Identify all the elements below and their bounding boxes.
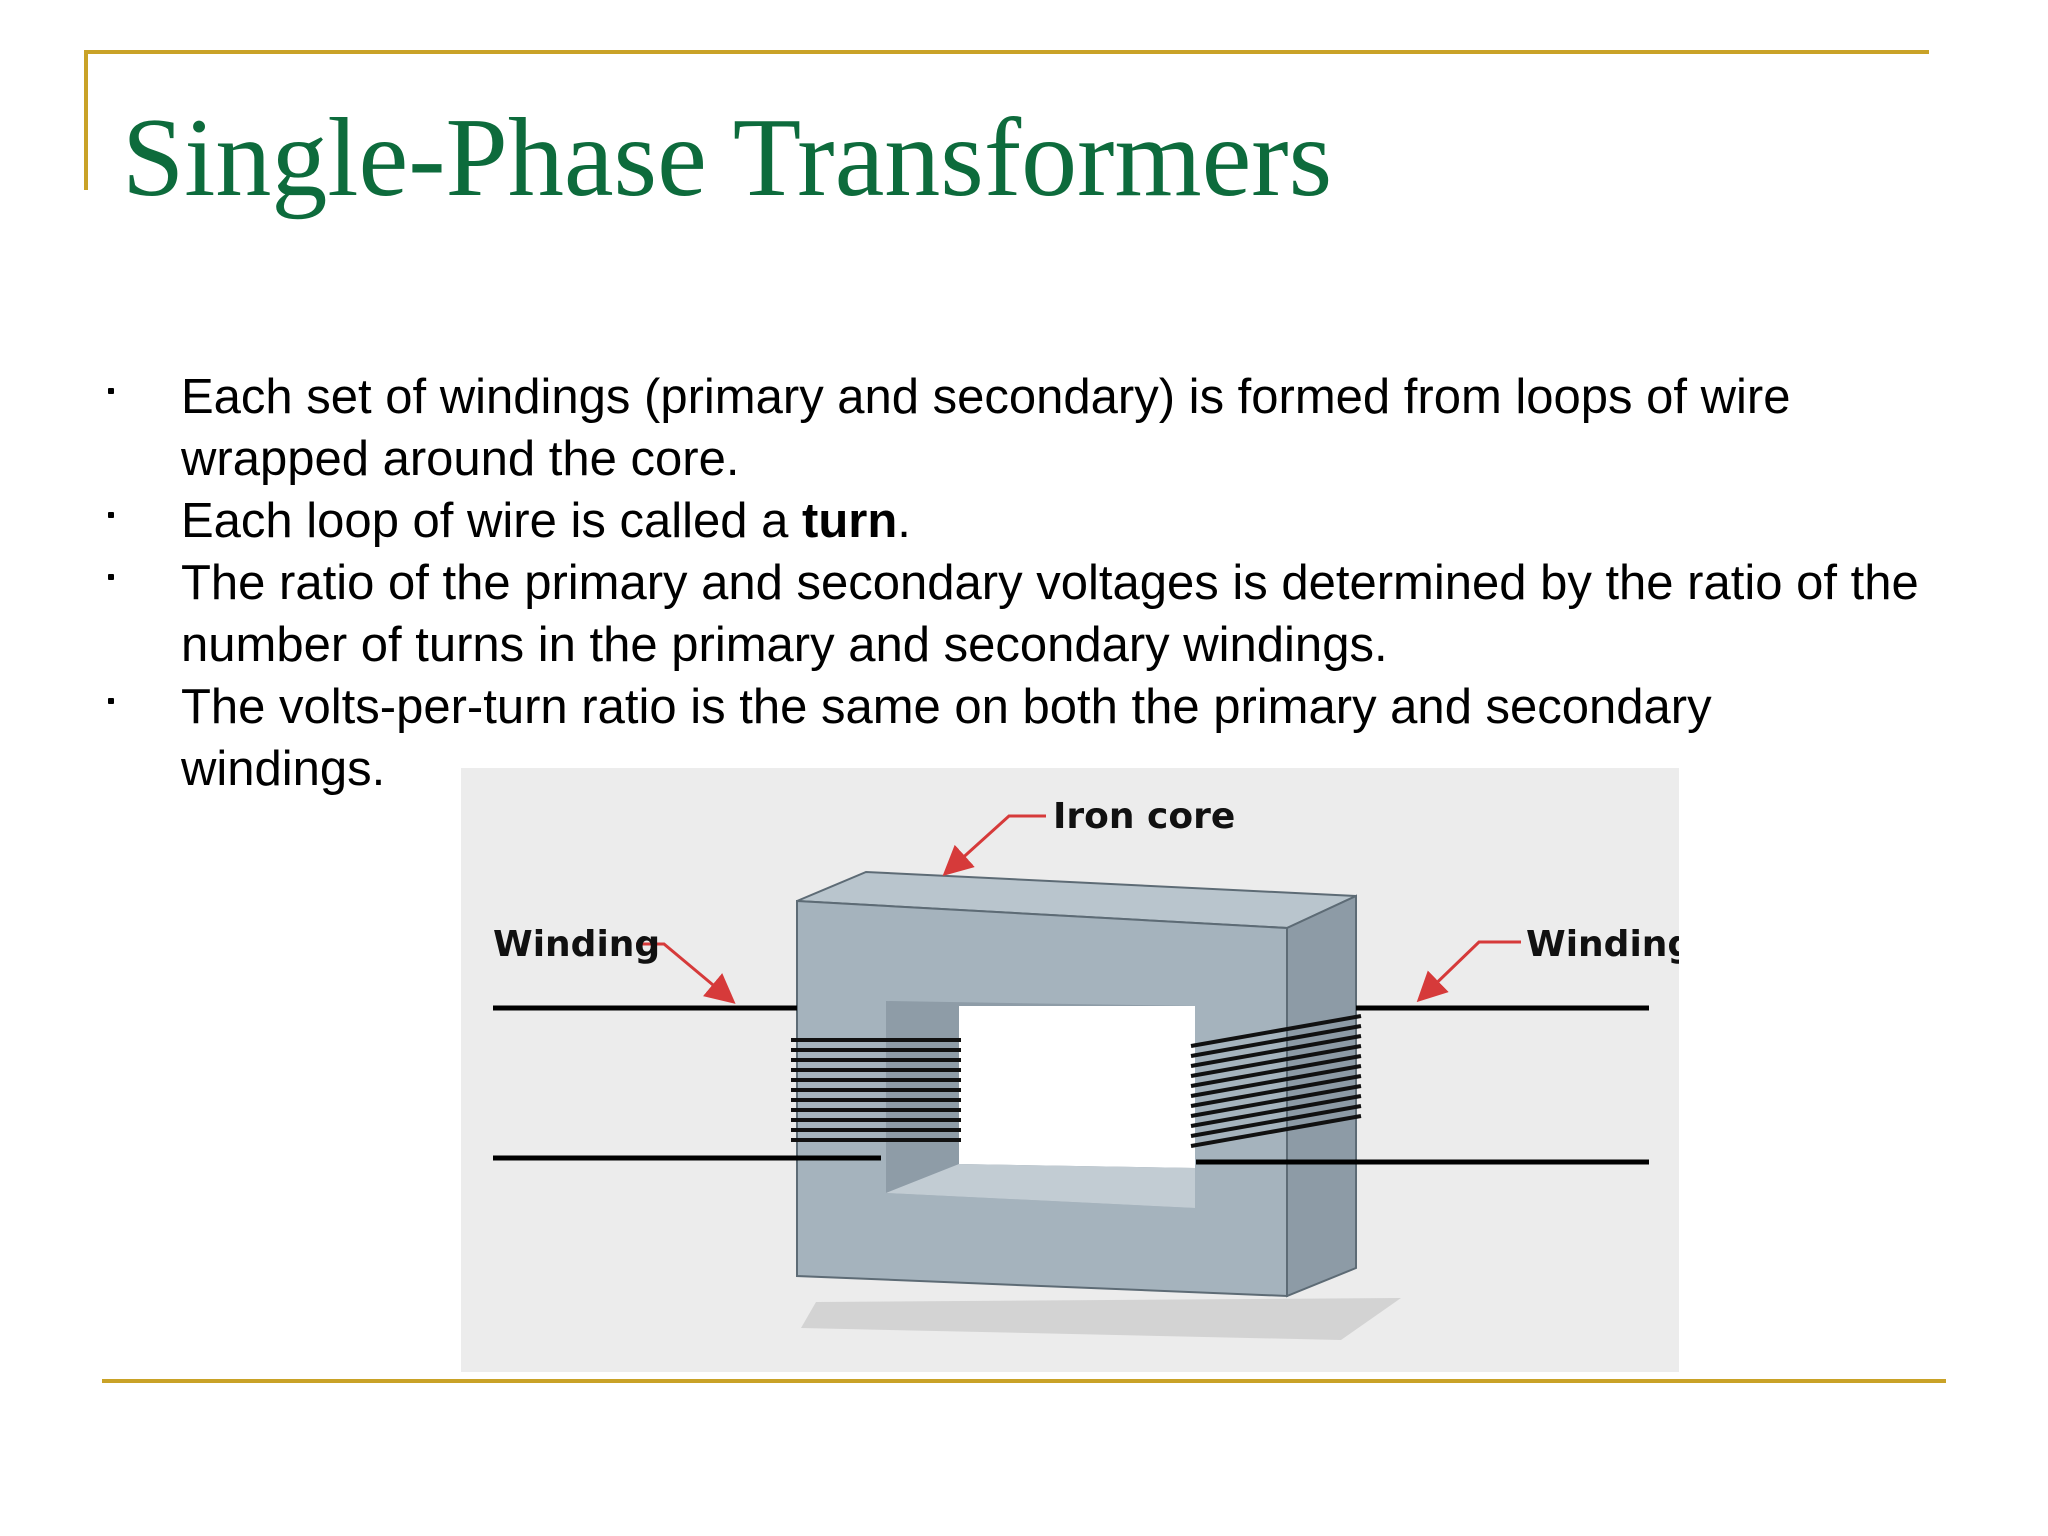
bullet-marker bbox=[108, 574, 114, 580]
bullet-text: Each loop of wire is called a bbox=[181, 494, 802, 548]
bullet-text: Each set of windings (primary and second… bbox=[181, 370, 1791, 486]
core-window-bottom bbox=[886, 1164, 1195, 1208]
lead-wires bbox=[493, 1005, 1649, 1165]
bullet-list: Each set of windings (primary and second… bbox=[96, 366, 1926, 800]
left-accent-rule bbox=[84, 50, 88, 190]
bullet-item: Each loop of wire is called a turn. bbox=[96, 490, 1926, 552]
left-winding-label: Winding bbox=[493, 924, 660, 965]
bullet-text: The volts-per-turn ratio is the same on … bbox=[181, 680, 1712, 796]
core-label: Iron core bbox=[1053, 796, 1235, 837]
bullet-text: . bbox=[897, 494, 911, 548]
top-accent-rule bbox=[84, 50, 1929, 54]
core-window-opening bbox=[959, 1006, 1195, 1168]
bullet-marker bbox=[108, 698, 114, 704]
bullet-emphasis: turn bbox=[802, 494, 898, 548]
bullet-item: Each set of windings (primary and second… bbox=[96, 366, 1926, 490]
bottom-accent-rule bbox=[102, 1379, 1946, 1383]
bullet-marker bbox=[108, 512, 114, 518]
bullet-text: The ratio of the primary and secondary v… bbox=[181, 556, 1919, 672]
transformer-diagram: Iron core Winding Winding bbox=[461, 768, 1679, 1372]
right-winding-coil bbox=[1190, 1014, 1362, 1148]
bullet-item: The ratio of the primary and secondary v… bbox=[96, 552, 1926, 676]
transformer-illustration: Iron core Winding Winding bbox=[493, 796, 1679, 1340]
bullet-marker bbox=[108, 388, 114, 394]
right-winding-callout-arrow bbox=[1416, 940, 1521, 1003]
bullet-item: The volts-per-turn ratio is the same on … bbox=[96, 676, 1926, 800]
slide-title: Single-Phase Transformers bbox=[122, 96, 1333, 220]
core-callout-arrow bbox=[942, 814, 1046, 877]
core-shadow bbox=[801, 1298, 1401, 1340]
callout-arrows bbox=[636, 814, 1521, 1004]
right-winding-label: Winding bbox=[1526, 924, 1679, 965]
left-winding-callout-arrow bbox=[636, 942, 736, 1004]
left-winding-coil bbox=[791, 1038, 961, 1142]
